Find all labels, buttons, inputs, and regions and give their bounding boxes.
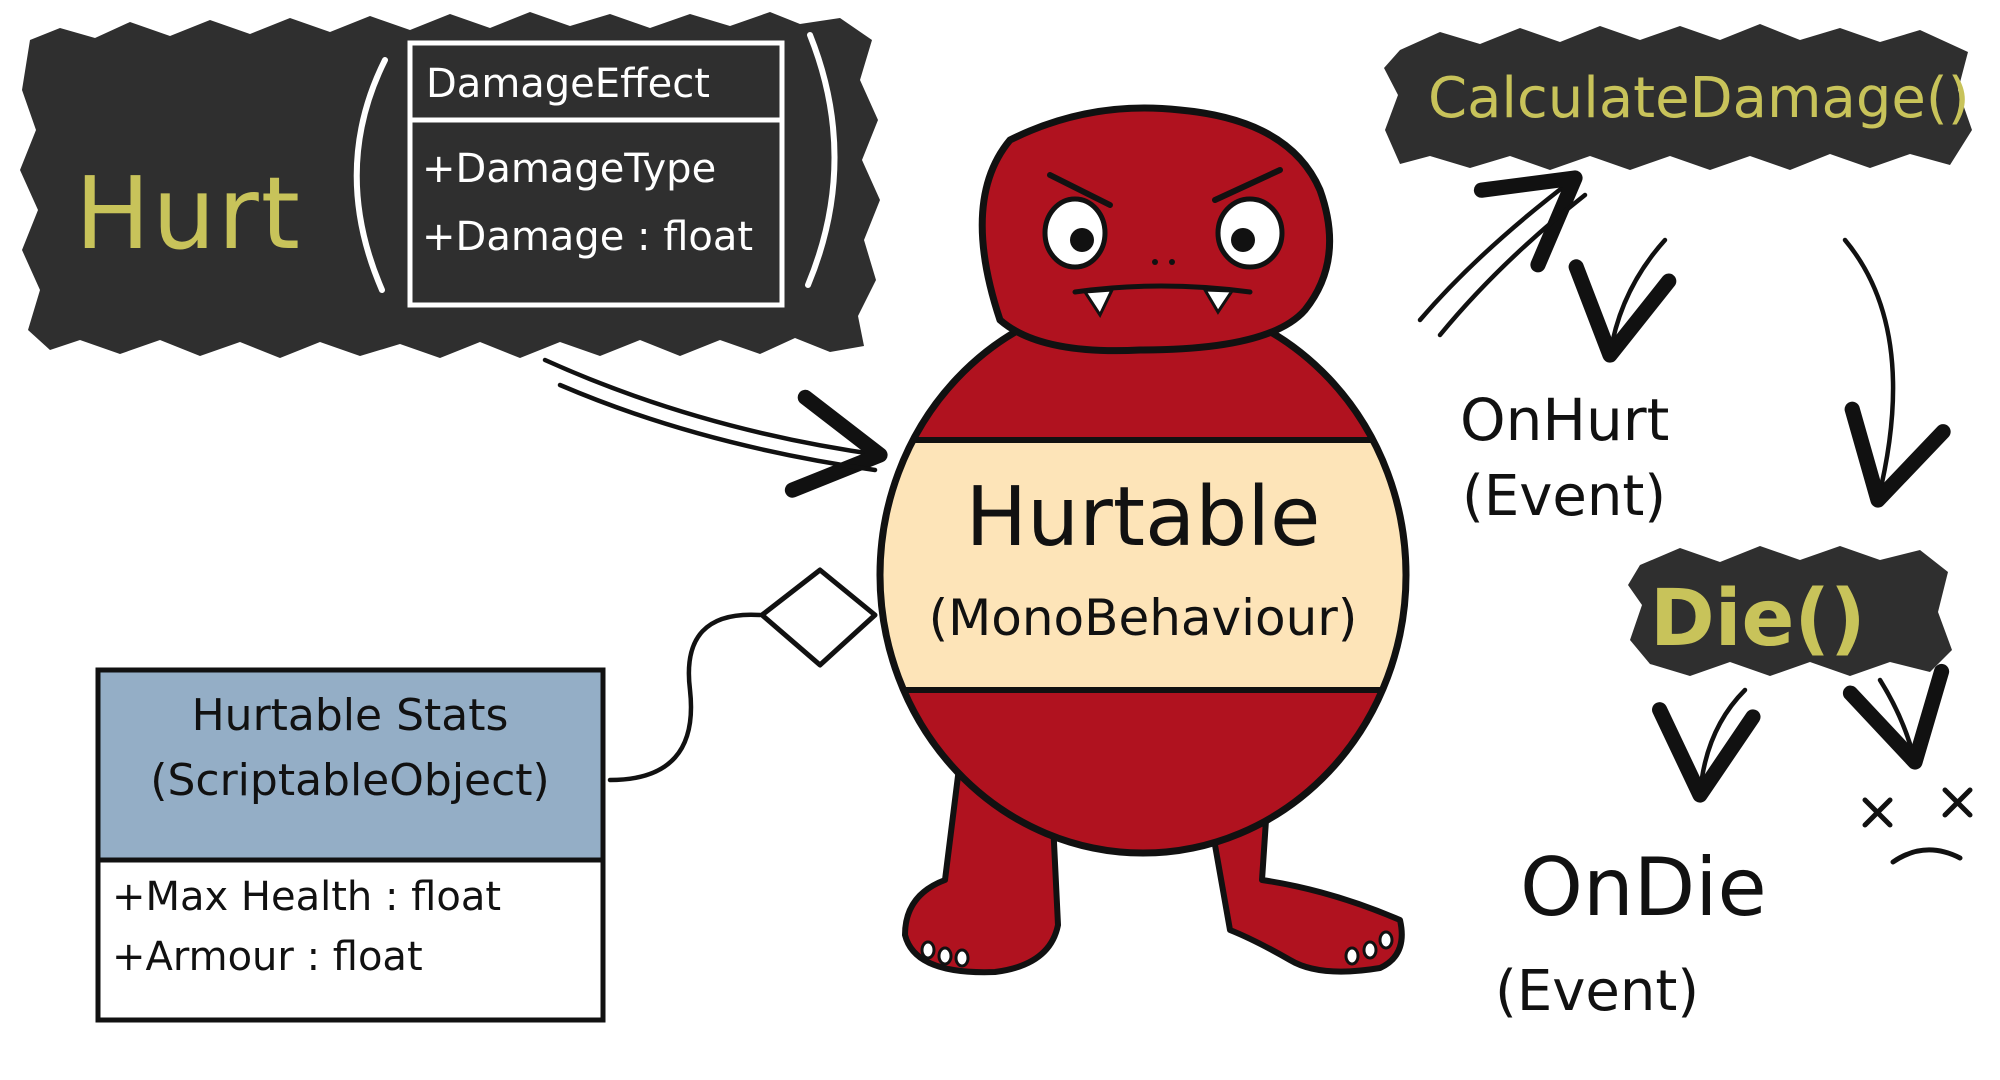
hurtable-stats-title: Hurtable Stats [192,690,509,741]
damage-effect-field: +Damage : float [422,214,753,260]
on-die-kind: (Event) [1495,959,1699,1024]
die-label: Die() [1650,574,1866,664]
hurtable-stats-body [95,857,606,1023]
hurtable-stats-subtitle: (ScriptableObject) [150,755,549,806]
hurtable-monster: Hurtable (MonoBehaviour) [876,104,1410,976]
arrows [542,170,1951,803]
dead-face-icon [1862,787,1973,865]
on-hurt-kind: (Event) [1462,464,1666,529]
close-paren [805,32,838,288]
hurtable-stats-field: +Max Health : float [112,874,501,920]
damage-effect-class: DamageEffect +DamageType +Damage : float [407,40,785,308]
hurtable-stats-class: Hurtable Stats (ScriptableObject) +Max H… [95,567,878,1023]
calculate-damage-panel: CalculateDamage() [1384,24,1972,170]
die-to-ondie-arrow [1652,687,1761,803]
die-chalkboard [1628,546,1952,676]
on-hurt-label: OnHurt [1460,386,1669,454]
damage-effect-box [407,40,785,308]
hurt-label: Hurt [75,155,302,272]
damage-effect-title: DamageEffect [426,61,710,107]
calculate-damage-label: CalculateDamage() [1428,66,1970,131]
hurt-method-panel: Hurt DamageEffect +DamageType +Damage : … [20,12,880,358]
hurt-to-hurtable-arrow [542,357,888,498]
composition-diamond [759,567,878,668]
die-to-dead-face-arrow [1842,663,1950,770]
calculate-to-die-arrow [1842,237,1951,508]
hurtable-stats-field: +Armour : float [112,934,423,980]
calculate-to-onhurt-arrow [1568,237,1677,363]
die-panel: Die() [1628,546,1952,676]
hurtable-stats-header [95,667,606,863]
hurtable-name: Hurtable [965,470,1320,565]
hurt-chalkboard [20,12,880,358]
hurtable-kind: (MonoBehaviour) [929,589,1358,647]
composition-link [607,612,763,783]
damage-effect-field: +DamageType [422,146,716,192]
calculate-damage-chalkboard [1384,24,1972,170]
open-paren [353,57,388,293]
hurtable-to-calculate-arrow-double [1437,192,1588,338]
monster-eyes [1042,167,1285,270]
monster-belly [880,440,1406,690]
hurtable-to-calculate-arrow [1417,170,1583,323]
on-die-label: OnDie [1520,841,1767,934]
hurt-to-hurtable-arrow-double [557,382,878,473]
toes [920,930,1394,968]
